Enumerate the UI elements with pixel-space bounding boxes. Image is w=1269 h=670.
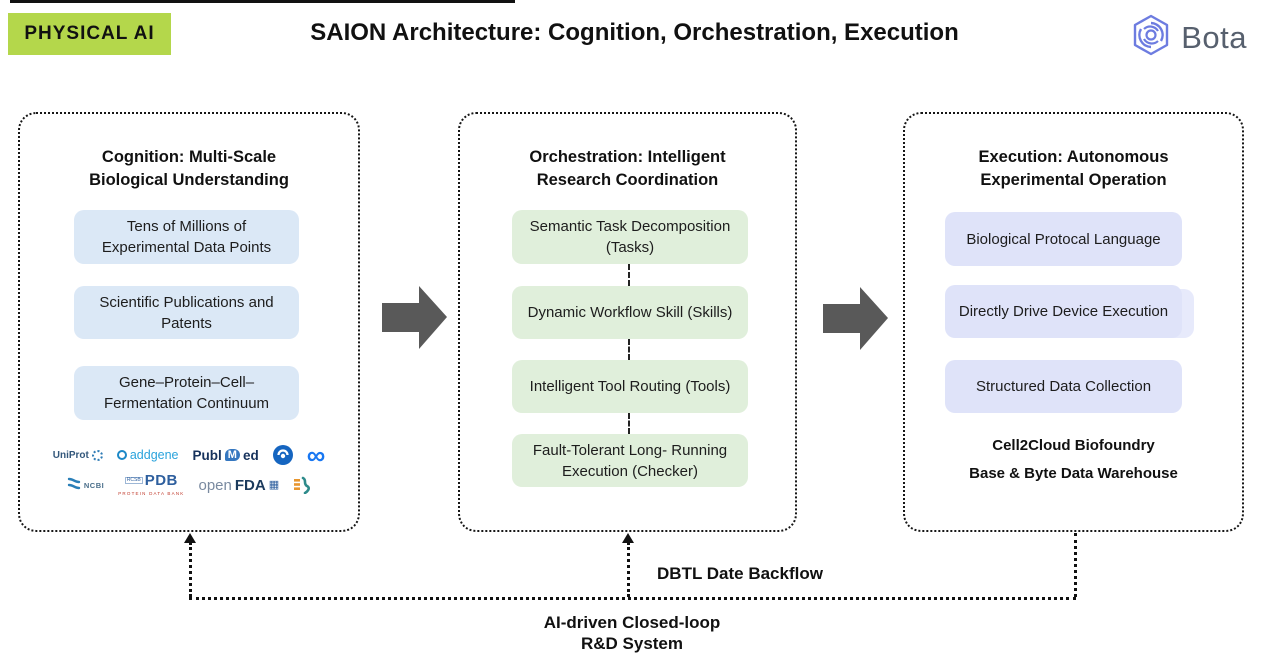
backflow-left-line	[189, 542, 192, 597]
backflow-middle-line	[627, 542, 630, 597]
cognition-to-orchestration-arrow	[382, 286, 447, 349]
ncbi-logo: NCBI	[67, 477, 104, 493]
data-warehouse-label: Base & Byte Data Warehouse	[969, 465, 1178, 482]
rcsb-pdb-logo: RCSB PDB PROTEIN DATA BANK	[118, 472, 185, 497]
swirl-circle-icon	[272, 445, 293, 465]
backflow-right-line	[1074, 533, 1077, 597]
addgene-ring-icon	[116, 450, 127, 460]
uniprot-ring-icon	[91, 449, 103, 461]
uniprot-logo: UniProt	[53, 449, 103, 461]
execution-card-device: Directly Drive Device Execution	[945, 285, 1182, 338]
orchestration-card-skills: Dynamic Workflow Skill (Skills)	[512, 286, 748, 339]
physical-ai-badge: PHYSICAL AI	[8, 13, 171, 55]
pathway-database-icon	[293, 476, 311, 494]
meta-infinity-icon: ∞	[306, 440, 326, 470]
execution-title: Execution: Autonomous Experimental Opera…	[978, 148, 1169, 190]
backflow-horizontal-line	[189, 597, 1076, 600]
addgene-logo: addgene	[116, 448, 179, 462]
cognition-card-data-points: Tens of Millions of Experimental Data Po…	[74, 210, 299, 264]
cognition-panel: Cognition: Multi-Scale Biological Unders…	[18, 112, 360, 532]
cell2cloud-label: Cell2Cloud Biofoundry	[992, 437, 1155, 454]
brand-logo: Bota	[1129, 13, 1247, 62]
dbtl-backflow-label: DBTL Date Backflow	[657, 564, 823, 583]
orchestration-card-checker: Fault-Tolerant Long- Running Execution (…	[512, 434, 748, 487]
page-title: SAION Architecture: Cognition, Orchestra…	[310, 19, 959, 46]
top-divider-line	[10, 0, 515, 3]
execution-panel: Execution: Autonomous Experimental Opera…	[903, 112, 1244, 532]
bota-logo-icon	[1129, 13, 1173, 62]
cognition-title: Cognition: Multi-Scale Biological Unders…	[89, 148, 289, 190]
cognition-card-publications: Scientific Publications and Patents	[74, 286, 299, 339]
execution-card-bpl: Biological Protocal Language	[945, 212, 1182, 266]
orchestration-title: Orchestration: Intelligent Research Coor…	[529, 148, 726, 190]
orchestration-to-execution-arrow	[823, 287, 888, 350]
skill-tool-connector	[627, 339, 630, 360]
orchestration-card-tools: Intelligent Tool Routing (Tools)	[512, 360, 748, 413]
execution-card-data-collection: Structured Data Collection	[945, 360, 1182, 413]
orchestration-card-tasks: Semantic Task Decomposition (Tasks)	[512, 210, 748, 264]
orchestration-panel: Orchestration: Intelligent Research Coor…	[458, 112, 797, 532]
closed-loop-label: AI-driven Closed-loop R&D System	[543, 613, 721, 654]
cognition-card-continuum: Gene–Protein–Cell– Fermentation Continuu…	[74, 366, 299, 420]
brand-name: Bota	[1181, 19, 1247, 55]
backflow-middle-arrowhead	[622, 533, 634, 543]
backflow-left-arrowhead	[184, 533, 196, 543]
tool-checker-connector	[627, 413, 630, 434]
task-skill-connector	[627, 264, 630, 286]
